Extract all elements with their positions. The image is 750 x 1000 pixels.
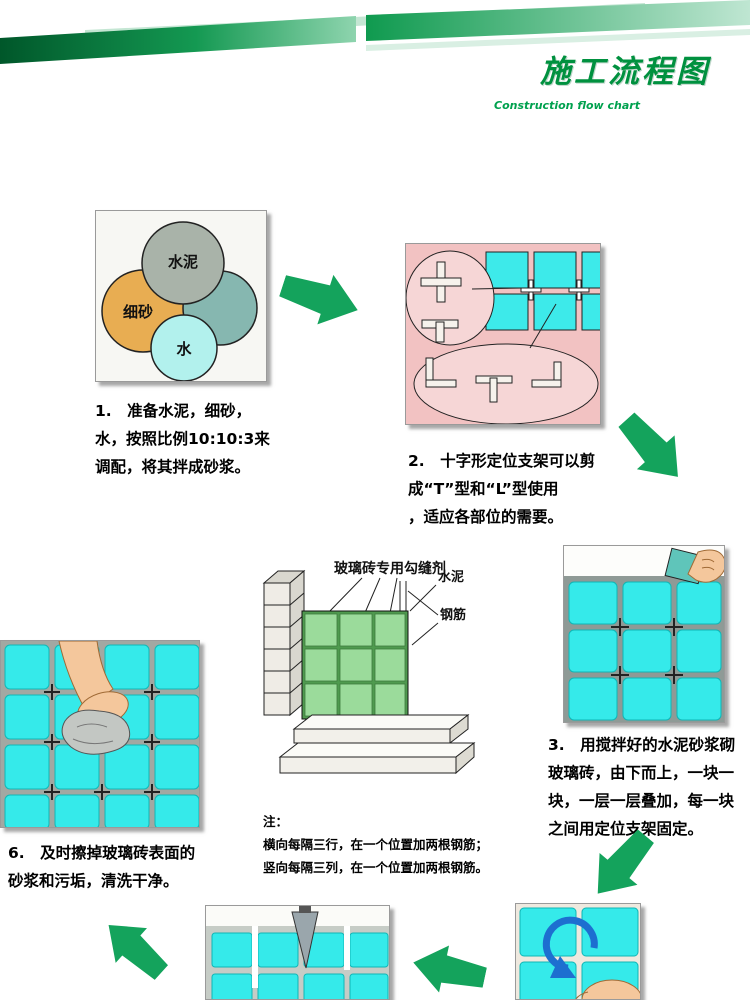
step3-caption: 3. 用搅拌好的水泥砂浆砌 玻璃砖，由下而上，一块一 块，一层一层叠加，每一块 … xyxy=(548,731,748,843)
caulk-leader-lines xyxy=(327,577,398,616)
t-spacer-icon xyxy=(475,375,513,403)
glass-block-grid xyxy=(211,932,389,999)
curved-arrow-icon xyxy=(542,916,598,972)
banner-stripe-right xyxy=(366,0,750,41)
note-line: 竖向每隔三列，在一个位置加两根钢筋。 xyxy=(263,860,489,875)
finger-lines xyxy=(575,991,589,999)
rebar-leader-lines xyxy=(407,590,439,646)
hand-icon xyxy=(581,979,640,999)
page-subtitle: Construction flow chart xyxy=(494,99,640,112)
spacer-callout-ellipse-top xyxy=(406,250,495,346)
caption-line: 6. 及时擦掉玻璃砖表面的 xyxy=(8,844,196,862)
caulk-label: 玻璃砖专用勾缝剂 xyxy=(334,560,446,577)
step4-image xyxy=(515,903,641,1000)
caption-line: 砂浆和污垢，清洗干净。 xyxy=(8,872,179,890)
mortar-joint xyxy=(252,926,258,988)
l-spacer-icon xyxy=(531,361,562,388)
caption-line: 之间用定位支架固定。 xyxy=(548,820,704,838)
finger-lines xyxy=(701,558,715,571)
flow-arrow-right-icon xyxy=(273,259,368,341)
note-line: 横向每隔三行，在一个位置加两根钢筋； xyxy=(263,837,489,852)
glass-block-grid xyxy=(568,581,722,721)
cement-circle xyxy=(141,221,225,305)
banner-stripe-right-pale xyxy=(366,29,750,51)
hand-icon xyxy=(687,549,724,583)
water-circle xyxy=(150,314,218,381)
cement-label: 水泥 xyxy=(168,253,198,271)
curved-arrow-head xyxy=(550,956,576,978)
page-title: 施工流程图 xyxy=(540,54,710,90)
l-spacer-icon xyxy=(425,357,457,388)
t-spacer-icon xyxy=(421,319,459,343)
header-banner xyxy=(0,0,750,64)
step2-image xyxy=(405,243,601,425)
flow-arrow-down-right-icon xyxy=(603,401,700,499)
caption-line: 2. 十字形定位支架可以剪 xyxy=(408,452,596,470)
caption-line: ，适应各部位的需要。 xyxy=(408,508,564,526)
diagram-note: 注： 横向每隔三行，在一个位置加两根钢筋； 竖向每隔三列，在一个位置加两根钢筋。 xyxy=(263,810,493,879)
caption-line: 1. 准备水泥，细砂， xyxy=(95,402,252,420)
note-title: 注： xyxy=(263,814,289,829)
caption-line: 成“T”型和“L”型使用 xyxy=(408,480,559,498)
callout-line xyxy=(529,303,557,349)
cross-spacer-icon xyxy=(420,261,462,303)
rebar-label: 钢筋 xyxy=(440,607,466,623)
caption-line: 玻璃砖，由下而上，一块一 xyxy=(548,764,735,782)
caption-line: 块，一层一层叠加，每一块 xyxy=(548,792,735,810)
caption-line: 调配，将其拌成砂浆。 xyxy=(95,458,251,476)
callout-line xyxy=(471,287,524,290)
flow-arrow-left-icon xyxy=(407,933,491,1000)
sand-label: 细砂 xyxy=(123,303,153,321)
brick-column xyxy=(262,569,306,717)
water-label: 水 xyxy=(176,340,192,358)
caption-line: 水，按照比例10:10:3来 xyxy=(95,430,270,448)
glass-block-grid xyxy=(485,251,600,331)
cloth-folds xyxy=(72,723,114,745)
step6-image xyxy=(0,640,200,828)
spacer-callout-ellipse-bottom xyxy=(413,343,599,424)
banner-stripe-left xyxy=(0,16,356,64)
mortar-joint xyxy=(344,926,350,970)
step5-image xyxy=(205,905,390,1000)
flow-arrow-down-left-icon xyxy=(573,816,668,913)
step1-caption: 1. 准备水泥，细砂， 水，按照比例10:10:3来 调配，将其拌成砂浆。 xyxy=(95,397,300,481)
step3-image xyxy=(563,545,725,723)
trowel-handle xyxy=(299,906,311,913)
flow-arrow-up-left-icon xyxy=(90,901,182,992)
wall-section-diagram: 玻璃砖专用勾缝剂 水泥 钢筋 xyxy=(242,545,477,810)
grid-spacer-icons xyxy=(520,279,590,301)
step1-image: 水泥 细砂 水 xyxy=(95,210,267,382)
base-slab xyxy=(278,713,476,775)
caption-line: 3. 用搅拌好的水泥砂浆砌 xyxy=(548,736,736,754)
cloth-icon xyxy=(61,709,131,755)
step6-caption: 6. 及时擦掉玻璃砖表面的 砂浆和污垢，清洗干净。 xyxy=(8,839,213,895)
cement-label: 水泥 xyxy=(438,569,464,585)
glass-wall xyxy=(301,610,409,720)
cement-leader-line xyxy=(409,584,437,612)
step2-caption: 2. 十字形定位支架可以剪 成“T”型和“L”型使用 ，适应各部位的需要。 xyxy=(408,447,618,531)
spacer-plus-marks xyxy=(611,618,683,684)
